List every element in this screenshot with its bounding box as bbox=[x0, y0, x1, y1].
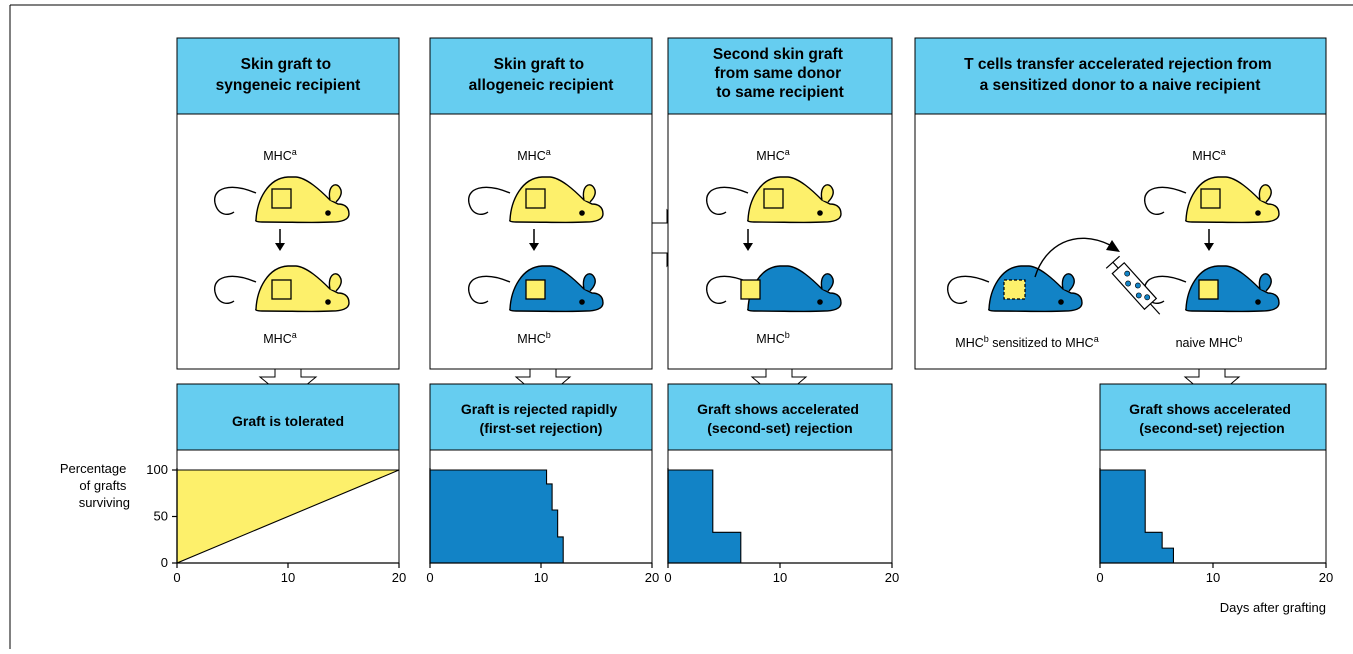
x-tick-label: 10 bbox=[534, 570, 548, 585]
survival-area-2 bbox=[429, 469, 564, 564]
x-tick-label: 0 bbox=[664, 570, 671, 585]
panel-3-result: Graft shows accelerated (second-set) rej… bbox=[697, 401, 863, 436]
panel-1-bottom-label: MHCa bbox=[263, 330, 296, 346]
x-tick-label: 20 bbox=[392, 570, 406, 585]
x-tick-label: 20 bbox=[645, 570, 659, 585]
panel-1-result: Graft is tolerated bbox=[232, 413, 344, 429]
panel-3-header: Second skin graft from same donor to sam… bbox=[713, 46, 847, 101]
x-tick-label: 0 bbox=[173, 570, 180, 585]
panel-1-header-box bbox=[176, 37, 400, 115]
panel-second-graft: Second skin graft from same donor to sam… bbox=[667, 37, 893, 451]
panel-1-top-label: MHCa bbox=[263, 147, 296, 163]
x-tick-label: 20 bbox=[885, 570, 899, 585]
x-tick-label: 0 bbox=[1096, 570, 1103, 585]
transfer-arrow-icon bbox=[1034, 237, 1111, 278]
panel-2-header: Skin graft to allogeneic recipient bbox=[469, 56, 614, 94]
panel-4-left-label: MHCb sensitized to MHCa bbox=[955, 334, 1098, 350]
panel-4-right-label: naive MHCb bbox=[1176, 334, 1243, 350]
x-tick-label: 20 bbox=[1319, 570, 1333, 585]
panel-syngeneic: Skin graft to syngeneic recipient MHCa M… bbox=[176, 37, 400, 451]
panel-2-bottom-label: MHCb bbox=[517, 330, 550, 346]
x-tick-label: 0 bbox=[426, 570, 433, 585]
panel-1-header: Skin graft to syngeneic recipient bbox=[216, 56, 361, 94]
panel-4-header: T cells transfer accelerated rejection f… bbox=[964, 56, 1276, 94]
y-axis-label: Percentage of grafts surviving bbox=[60, 461, 130, 510]
y-tick-label: 100 bbox=[146, 462, 168, 477]
panel-3-bottom-label: MHCb bbox=[756, 330, 789, 346]
panel-4-result: Graft shows accelerated (second-set) rej… bbox=[1129, 401, 1295, 436]
panel-3-top-label: MHCa bbox=[756, 147, 789, 163]
panel-4-top-label: MHCa bbox=[1192, 147, 1225, 163]
x-tick-label: 10 bbox=[773, 570, 787, 585]
panel-1-result-box bbox=[176, 383, 400, 451]
syringe-icon bbox=[1105, 255, 1161, 315]
y-tick-label: 0 bbox=[161, 555, 168, 570]
survival-area-4 bbox=[1099, 469, 1174, 564]
panel-2-top-label: MHCa bbox=[517, 147, 550, 163]
panel-2-result: Graft is rejected rapidly (first-set rej… bbox=[461, 401, 621, 436]
panel-allogeneic: Skin graft to allogeneic recipient MHCa … bbox=[429, 37, 653, 451]
x-tick-label: 10 bbox=[281, 570, 295, 585]
panel-t-cell-transfer: T cells transfer accelerated rejection f… bbox=[914, 37, 1327, 451]
y-tick-label: 50 bbox=[154, 509, 168, 524]
x-tick-label: 10 bbox=[1206, 570, 1220, 585]
x-axis-label: Days after grafting bbox=[1220, 600, 1326, 615]
